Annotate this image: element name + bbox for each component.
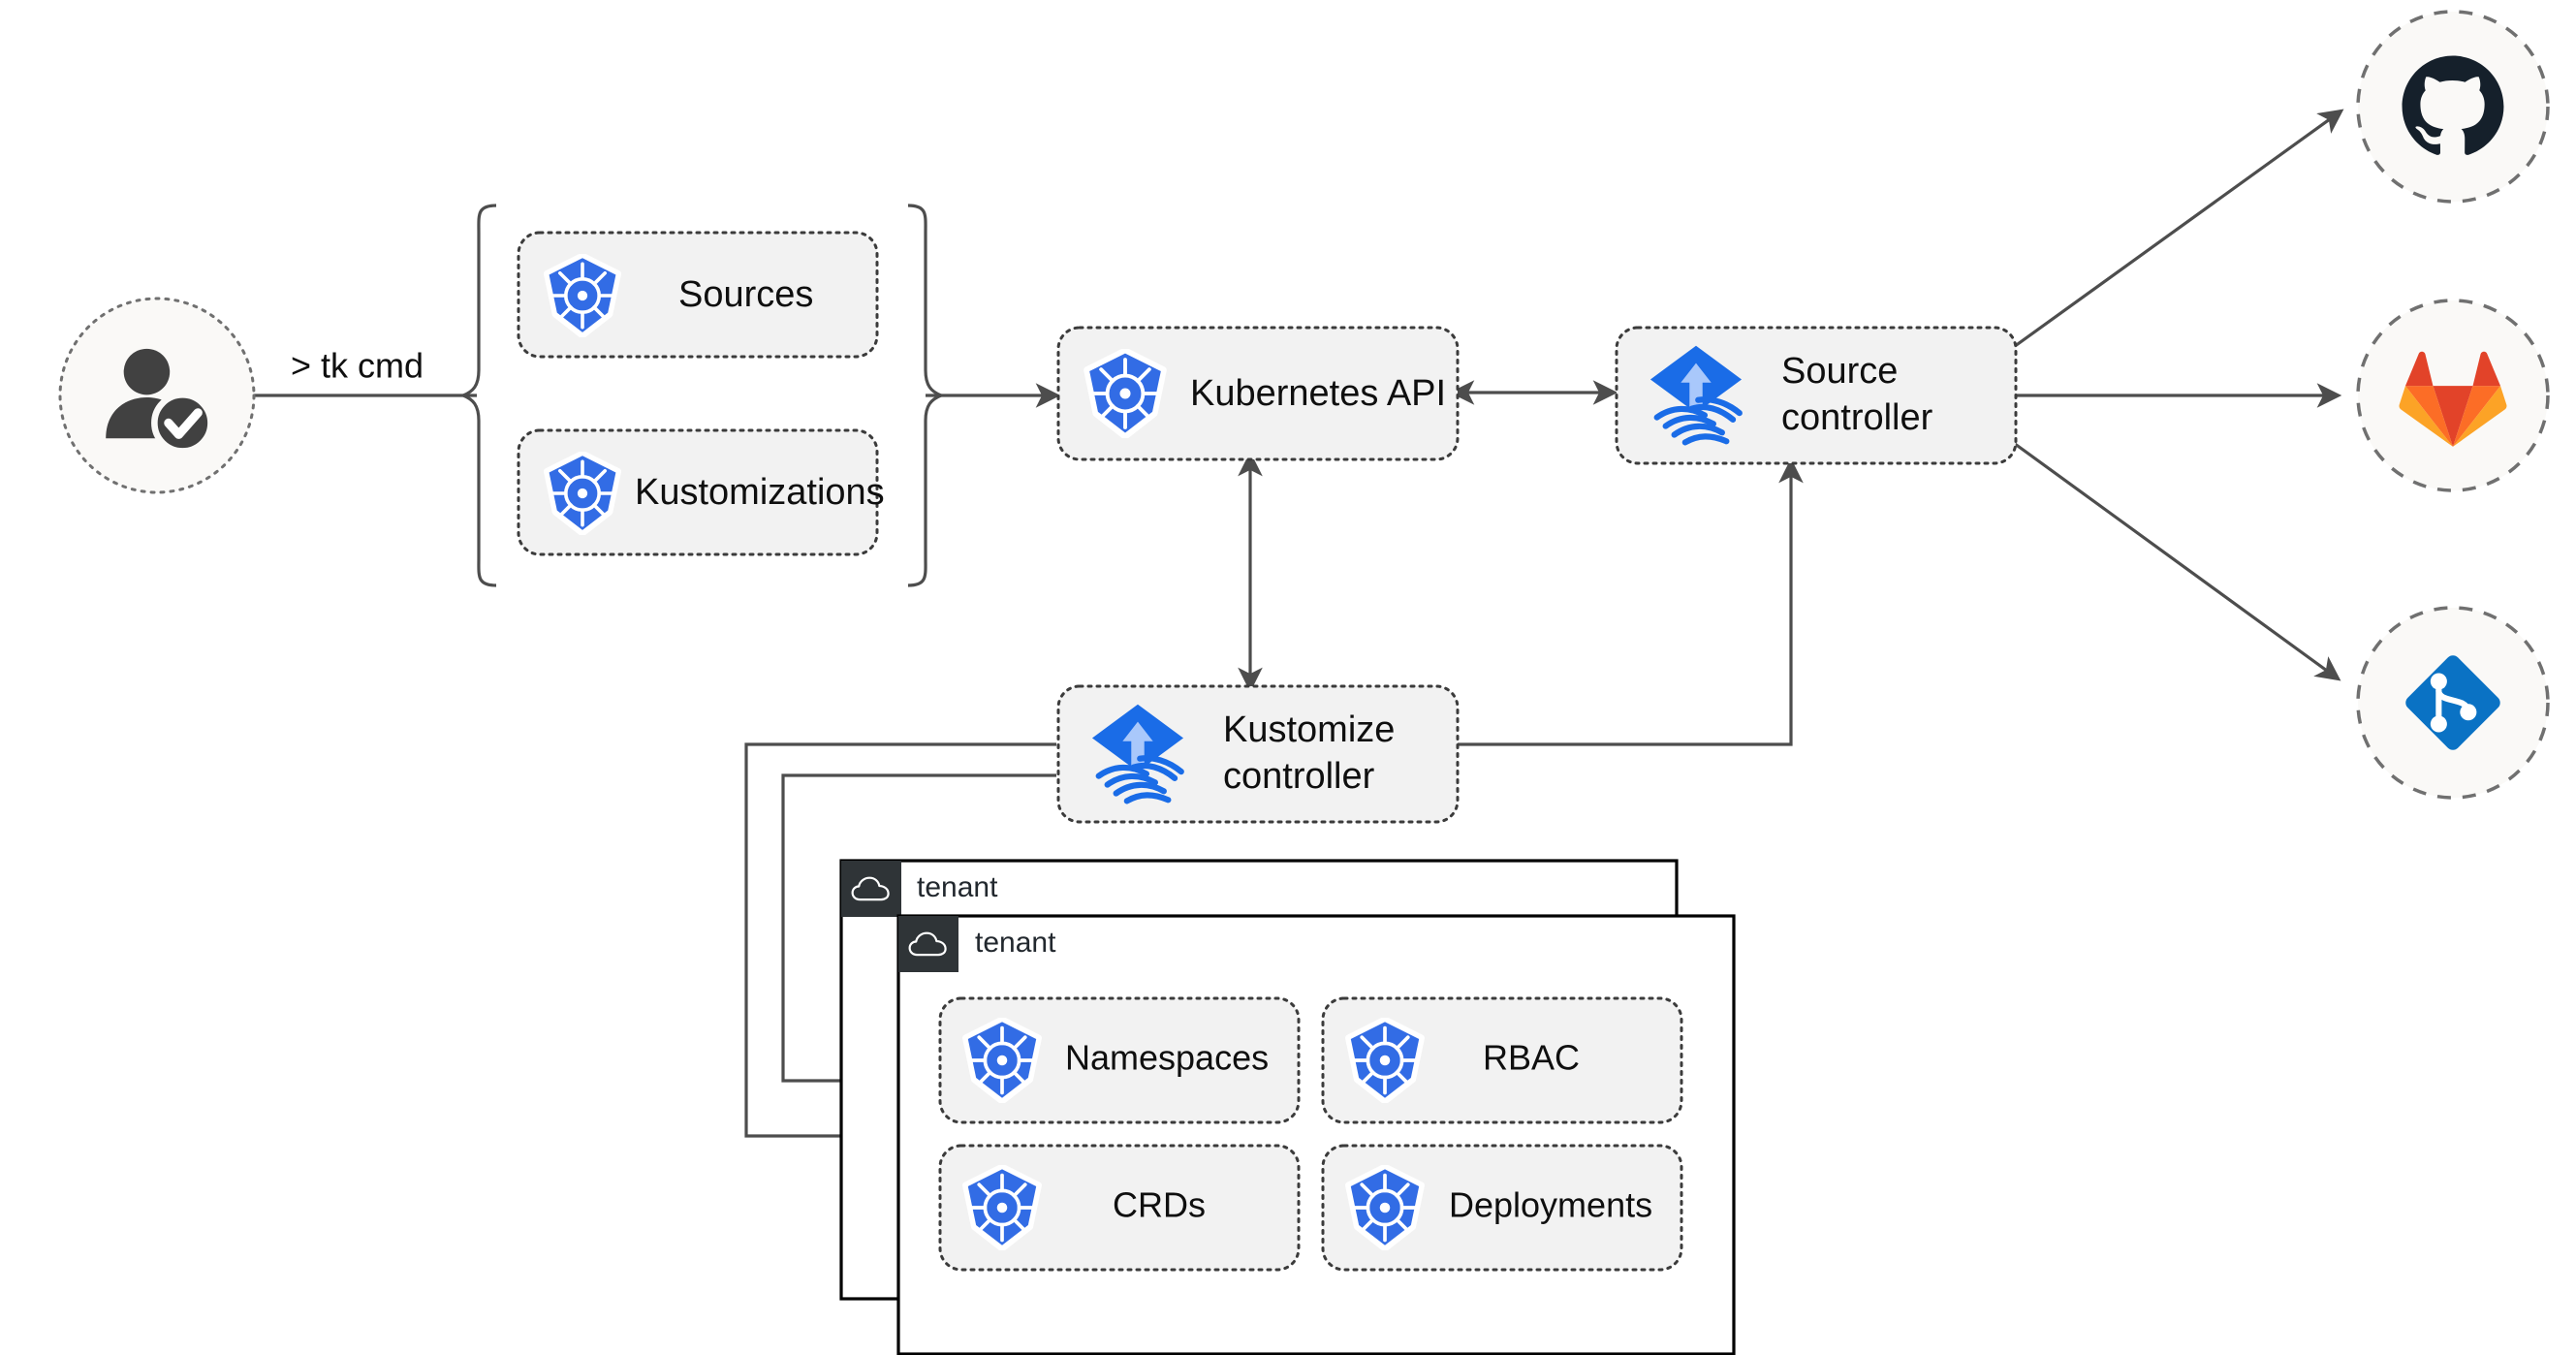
brace-left — [458, 204, 497, 587]
brace-right — [907, 204, 946, 587]
edge-kustomize-to-tenant-1 — [744, 742, 1056, 1149]
node-kubernetes-api[interactable]: Kubernetes API — [1056, 326, 1460, 461]
node-source-controller[interactable]: Source controller — [1615, 326, 2018, 465]
rbac-box-shape — [1321, 996, 1683, 1124]
tenant-2-frame — [896, 914, 1736, 1355]
github-circle — [2356, 10, 2550, 204]
git-provider-gitlab[interactable] — [2356, 299, 2550, 492]
user-actor-circle — [58, 297, 256, 494]
tenant-cluster-2[interactable]: tenant Namespaces RBAC CRDs — [896, 914, 1736, 1355]
user-actor[interactable] — [58, 297, 256, 494]
edge-kustomize-to-source-controller — [1444, 457, 1804, 746]
tenant-1-label: tenant — [917, 871, 998, 903]
kubernetes-api-box-shape — [1056, 326, 1460, 461]
command-label: > tk cmd — [291, 346, 424, 386]
edge-source-controller-to-azure-repos — [2010, 439, 2341, 681]
namespaces-label: Namespaces — [1065, 1038, 1269, 1078]
tenant-2-label: tenant — [975, 927, 1056, 959]
sources-label: Sources — [678, 274, 813, 315]
edge-source-controller-to-github — [2010, 109, 2344, 351]
kustomizations-box-shape — [517, 428, 879, 556]
source-controller-label-line1: Source — [1781, 351, 1898, 392]
tenant-resource-crds[interactable]: CRDs — [938, 1144, 1301, 1272]
git-provider-github[interactable] — [2356, 10, 2550, 204]
crds-box-shape — [938, 1144, 1301, 1272]
sources-box-shape — [517, 231, 879, 359]
tenant-resource-deployments[interactable]: Deployments — [1321, 1144, 1683, 1272]
resource-box-kustomizations[interactable]: Kustomizations — [517, 428, 885, 556]
tenant-2-tab — [898, 916, 958, 972]
kubernetes-api-label: Kubernetes API — [1190, 373, 1446, 414]
resource-box-sources[interactable]: Sources — [517, 231, 879, 359]
crds-label: CRDs — [1113, 1185, 1206, 1225]
kustomizations-label: Kustomizations — [635, 472, 885, 513]
kustomize-controller-label-line2: controller — [1223, 756, 1375, 797]
deployments-label: Deployments — [1449, 1185, 1652, 1225]
tenant-1-tab — [841, 861, 901, 917]
deployments-box-shape — [1321, 1144, 1683, 1272]
tenant-resource-namespaces[interactable]: Namespaces — [938, 996, 1301, 1124]
kustomize-controller-label-line1: Kustomize — [1223, 709, 1395, 750]
source-controller-label-line2: controller — [1781, 397, 1933, 438]
rbac-label: RBAC — [1483, 1038, 1580, 1078]
git-provider-azure-repos[interactable] — [2356, 606, 2550, 800]
tenant-resource-rbac[interactable]: RBAC — [1321, 996, 1683, 1124]
node-kustomize-controller[interactable]: Kustomize controller — [1056, 684, 1460, 824]
namespaces-box-shape — [938, 996, 1301, 1124]
flux-custom-resources-group: Sources Kustomizations — [458, 204, 946, 587]
